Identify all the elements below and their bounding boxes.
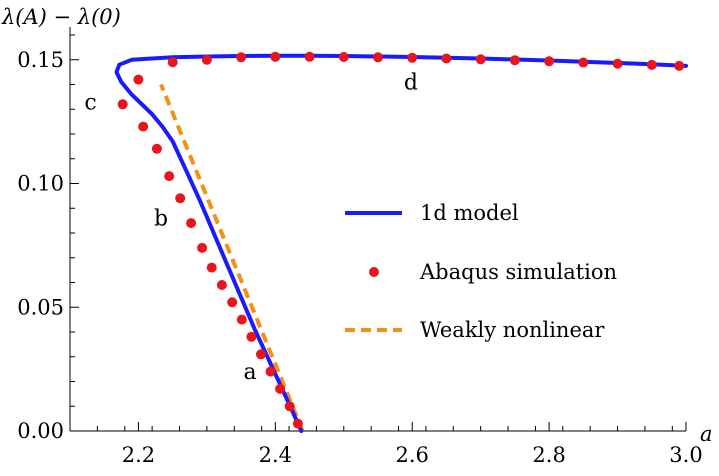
weakly-nonlinear-line — [159, 83, 305, 432]
x-tick-label: 2.2 — [122, 443, 155, 467]
abaqus-point — [270, 51, 281, 62]
annotation-label: a — [243, 360, 256, 385]
1d-model-line — [114, 53, 688, 433]
axes: 2.2 2.4 2.6 2.8 3.0 0.00 0.05 0.10 0.15 λ(A) − λ(… — [1, 5, 713, 467]
x-tick-label: 2.8 — [532, 443, 565, 467]
annotation-label: c — [84, 90, 96, 115]
abaqus-point — [265, 366, 276, 377]
abaqus-point — [138, 121, 149, 132]
abaqus-point — [164, 171, 175, 182]
abaqus-point — [284, 401, 295, 412]
abaqus-point — [275, 383, 286, 394]
abaqus-point — [236, 52, 247, 63]
abaqus-point — [186, 218, 197, 229]
abaqus-point — [227, 297, 238, 308]
legend-label: Abaqus simulation — [419, 260, 617, 284]
abaqus-point — [407, 52, 418, 63]
abaqus-point — [304, 51, 315, 62]
abaqus-point — [292, 418, 303, 429]
abaqus-point — [246, 331, 257, 342]
abaqus-point — [578, 57, 589, 68]
annotation-label: b — [154, 207, 168, 232]
abaqus-point — [674, 60, 685, 71]
y-tick-label: 0.10 — [17, 172, 64, 196]
abaqus-point — [117, 99, 128, 110]
abaqus-point — [475, 54, 486, 65]
abaqus-point — [612, 58, 623, 69]
abaqus-point — [373, 52, 383, 63]
annotations: a b c d — [84, 70, 418, 385]
legend-swatch-abaqus — [369, 267, 379, 277]
x-tick-label: 2.4 — [259, 443, 292, 467]
y-tick-label: 0.15 — [17, 48, 64, 72]
abaqus-point — [175, 193, 186, 204]
legend-label: Weakly nonlinear — [420, 318, 605, 342]
abaqus-point — [151, 143, 162, 154]
abaqus-point — [206, 262, 217, 273]
x-tick-label: 3.0 — [669, 443, 702, 467]
abaqus-point — [197, 242, 208, 253]
abaqus-point — [544, 56, 555, 67]
abaqus-point — [441, 53, 452, 64]
x-tick-label: 2.6 — [396, 443, 429, 467]
abaqus-point — [216, 280, 227, 290]
abaqus-point — [133, 74, 144, 85]
series-layer — [114, 51, 688, 433]
abaqus-point — [509, 55, 520, 66]
x-axis-label: a — [700, 422, 713, 446]
y-axis-label: λ(A) − λ(0) — [1, 5, 121, 29]
abaqus-point — [256, 349, 266, 360]
annotation-label: d — [404, 70, 418, 95]
abaqus-point — [167, 57, 178, 68]
legend-label: 1d model — [420, 201, 519, 225]
abaqus-point — [236, 314, 247, 325]
y-tick-label: 0.00 — [17, 419, 64, 443]
y-tick-label: 0.05 — [17, 295, 64, 319]
abaqus-point — [646, 59, 657, 70]
abaqus-point — [338, 52, 349, 62]
abaqus-point — [201, 54, 212, 65]
